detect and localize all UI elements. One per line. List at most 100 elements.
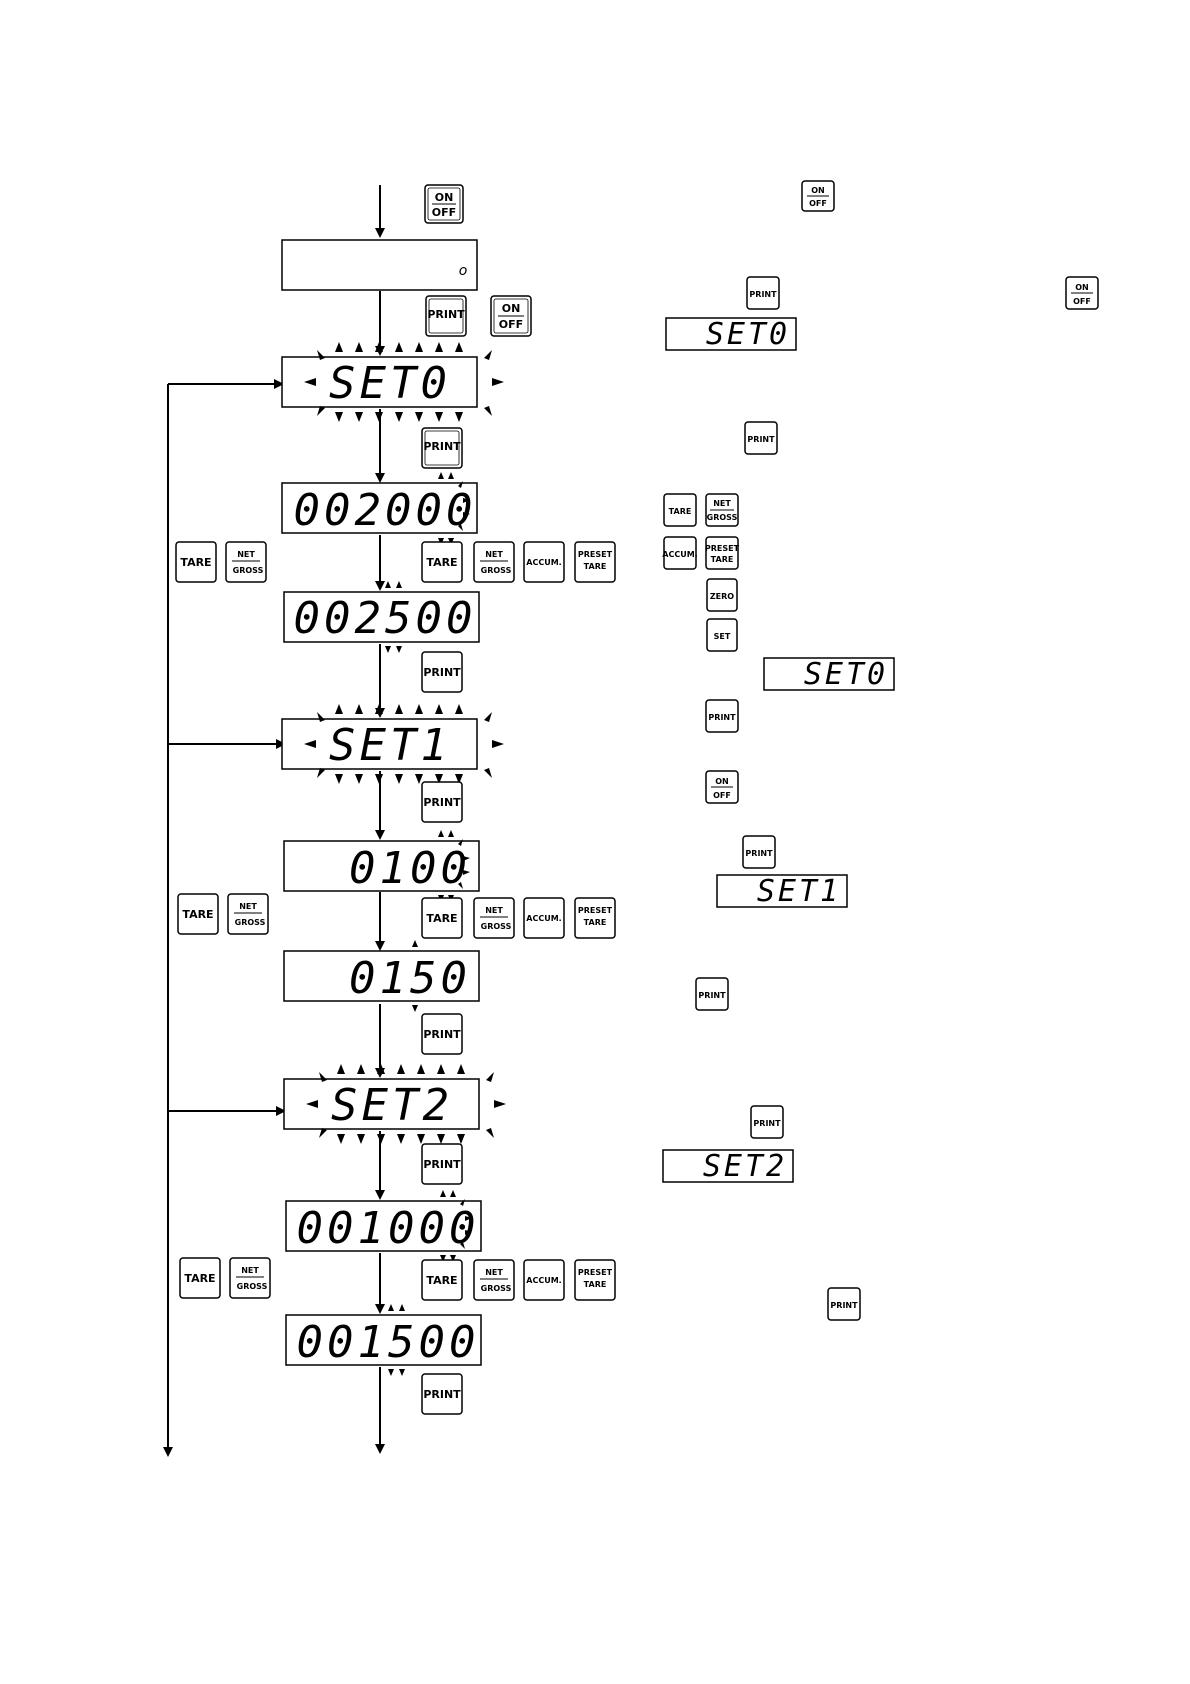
accum-key[interactable]: ACCUM.: [523, 541, 565, 583]
tare-label: TARE: [182, 908, 213, 921]
preset-tare-key[interactable]: PRESET TARE: [574, 897, 616, 939]
off-label: OFF: [1073, 297, 1091, 306]
tare-key[interactable]: TARE: [179, 1257, 221, 1299]
print-label: PRINT: [423, 440, 461, 453]
set-label: SET: [714, 632, 731, 641]
tare-key[interactable]: TARE: [421, 1259, 463, 1301]
side-display-set1: SET1: [716, 874, 848, 909]
on-label: ON: [502, 302, 521, 315]
on-off-key[interactable]: ON OFF: [490, 295, 532, 337]
print-key[interactable]: PRINT: [425, 295, 467, 337]
print-label: PRINT: [698, 991, 726, 1000]
print-key[interactable]: PRINT: [421, 651, 463, 693]
print-key[interactable]: PRINT: [421, 427, 463, 469]
preset-tare-label: TARE: [711, 555, 734, 564]
print-key[interactable]: PRINT: [744, 421, 778, 455]
preset-label: PRESET: [578, 550, 613, 559]
display-initial: o: [281, 239, 478, 291]
display-set1: SET1: [281, 704, 504, 784]
print-key[interactable]: PRINT: [421, 1373, 463, 1415]
set2-value-1: 001000: [297, 1203, 480, 1254]
accum-key[interactable]: ACCUM.: [662, 536, 698, 570]
display-set1-value-2: 0150: [283, 940, 480, 1012]
print-key[interactable]: PRINT: [421, 1013, 463, 1055]
digit-flash-marks: [388, 1304, 405, 1376]
on-off-key[interactable]: ON OFF: [801, 180, 835, 212]
print-label: PRINT: [423, 666, 461, 679]
display-set0: SET0: [281, 342, 504, 422]
net-gross-key[interactable]: NET GROSS: [705, 493, 739, 527]
preset-label: PRESET: [578, 906, 613, 915]
on-off-key[interactable]: ON OFF: [705, 770, 739, 804]
set0-label: SET0: [329, 358, 451, 409]
tare-key[interactable]: TARE: [175, 541, 217, 583]
gross-label: GROSS: [235, 918, 266, 927]
preset-tare-label: TARE: [584, 1280, 607, 1289]
net-label: NET: [237, 550, 255, 559]
zero-indicator: o: [459, 263, 468, 279]
digit-flash-marks: [438, 472, 470, 545]
net-gross-key[interactable]: NET GROSS: [473, 1259, 515, 1301]
print-label: PRINT: [830, 1301, 858, 1310]
set-key[interactable]: SET: [706, 618, 738, 652]
on-label: ON: [715, 777, 729, 786]
net-gross-key[interactable]: NET GROSS: [473, 541, 515, 583]
off-label: OFF: [499, 318, 523, 331]
gross-label: GROSS: [233, 566, 264, 575]
accum-label: ACCUM.: [526, 558, 561, 567]
print-label: PRINT: [423, 796, 461, 809]
off-label: OFF: [432, 206, 456, 219]
on-off-key[interactable]: ON OFF: [1065, 276, 1099, 310]
digit-flash-marks: [440, 1190, 472, 1262]
accum-key[interactable]: ACCUM.: [523, 1259, 565, 1301]
on-label: ON: [1075, 283, 1089, 292]
net-gross-key[interactable]: NET GROSS: [227, 893, 269, 935]
preset-tare-label: TARE: [584, 918, 607, 927]
accum-key[interactable]: ACCUM.: [523, 897, 565, 939]
print-key[interactable]: PRINT: [695, 977, 729, 1011]
tare-key[interactable]: TARE: [421, 897, 463, 939]
display-set0-value-1: 002000: [281, 472, 478, 545]
print-key[interactable]: PRINT: [746, 276, 780, 310]
preset-tare-key[interactable]: PRESET TARE: [705, 536, 740, 570]
accum-label: ACCUM.: [662, 550, 697, 559]
preset-tare-key[interactable]: PRESET TARE: [574, 1259, 616, 1301]
print-key[interactable]: PRINT: [742, 835, 776, 869]
side-set1-text: SET1: [757, 874, 841, 909]
side-set0-b-text: SET0: [804, 657, 888, 692]
print-label: PRINT: [753, 1119, 781, 1128]
preset-tare-key[interactable]: PRESET TARE: [574, 541, 616, 583]
preset-label: PRESET: [705, 544, 740, 553]
print-key[interactable]: PRINT: [827, 1287, 861, 1321]
zero-label: ZERO: [710, 592, 734, 601]
print-label: PRINT: [423, 1158, 461, 1171]
off-label: OFF: [809, 199, 827, 208]
net-gross-key[interactable]: NET GROSS: [473, 897, 515, 939]
display-set2-value-2: 001500: [285, 1304, 482, 1376]
net-label: NET: [485, 550, 503, 559]
set2-label: SET2: [331, 1080, 453, 1131]
on-off-key[interactable]: ON OFF: [424, 184, 464, 224]
set1-label: SET1: [329, 720, 451, 771]
print-label: PRINT: [747, 435, 775, 444]
print-key[interactable]: PRINT: [750, 1105, 784, 1139]
print-key[interactable]: PRINT: [421, 1143, 463, 1185]
tare-key[interactable]: TARE: [663, 493, 697, 527]
net-gross-key[interactable]: NET GROSS: [225, 541, 267, 583]
print-key[interactable]: PRINT: [705, 699, 739, 733]
net-gross-key[interactable]: NET GROSS: [229, 1257, 271, 1299]
print-label: PRINT: [423, 1388, 461, 1401]
tare-label: TARE: [426, 1274, 457, 1287]
on-label: ON: [811, 186, 825, 195]
tare-key[interactable]: TARE: [421, 541, 463, 583]
gross-label: GROSS: [707, 513, 738, 522]
digit-flash-marks: [385, 581, 402, 653]
side-set0-a-text: SET0: [706, 317, 790, 352]
tare-key[interactable]: TARE: [177, 893, 219, 935]
accum-label: ACCUM.: [526, 1276, 561, 1285]
zero-key[interactable]: ZERO: [706, 578, 738, 612]
preset-tare-label: TARE: [584, 562, 607, 571]
print-key[interactable]: PRINT: [421, 781, 463, 823]
side-display-set0-b: SET0: [763, 657, 895, 692]
